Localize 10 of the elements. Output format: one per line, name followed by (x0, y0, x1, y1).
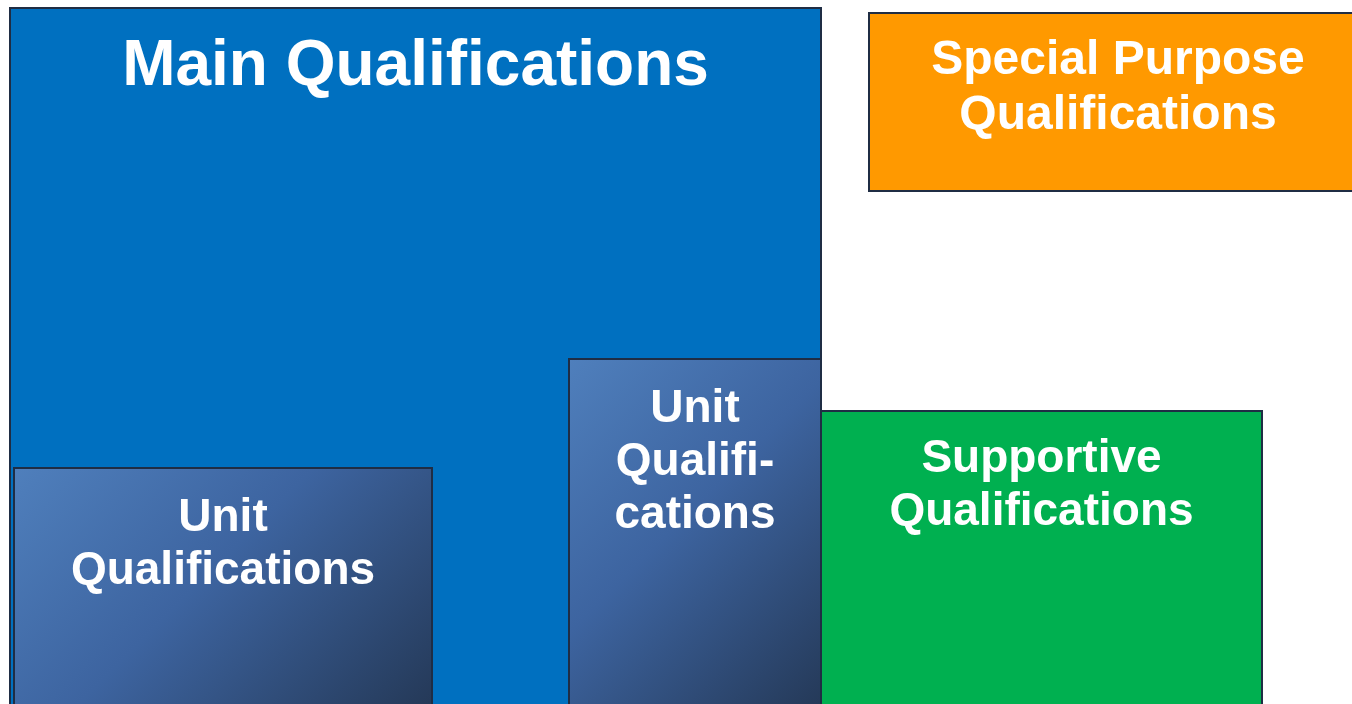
box-label: Unit Qualifi- cations (613, 380, 777, 539)
box-label: Special Purpose Qualifications (930, 30, 1306, 141)
qualification-box (868, 12, 1352, 192)
box-label: Unit Qualifications (69, 489, 377, 595)
qualification-box (568, 358, 820, 704)
heading: Main Qualifications (121, 27, 710, 101)
qualification-box (13, 467, 433, 704)
box-label: Supportive Qualifications (888, 430, 1195, 536)
qualification-box (820, 410, 1263, 704)
container-box (9, 7, 822, 704)
